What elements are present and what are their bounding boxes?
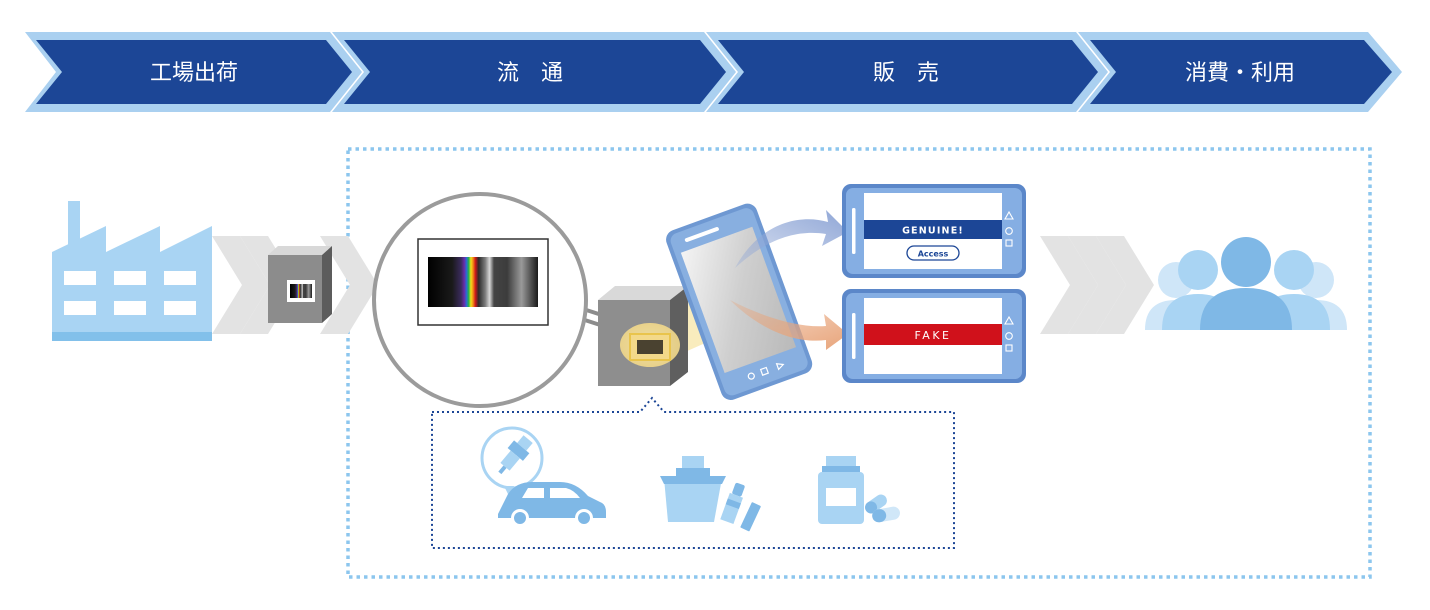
access-button-label: Access [918,250,949,259]
tag-box-icon [268,246,332,323]
stage-banner-2: 流 通 [332,32,736,112]
factory-icon [52,201,212,341]
genuine-phone: GENUINE! Access [842,184,1026,278]
genuine-status-text: GENUINE! [902,226,964,237]
stage-label-1: 工場出荷 [150,61,238,86]
stage-label-4: 消費・利用 [1185,61,1295,86]
stage-label-3: 販 売 [873,61,939,86]
stage-banner-1: 工場出荷 [25,32,362,112]
stage-banner-3: 販 売 [706,32,1108,112]
stage-banner-4: 消費・利用 [1078,32,1402,112]
flow-chevrons-right [1040,236,1154,334]
consumers-icon [1145,237,1347,330]
stage-label-2: 流 通 [497,61,563,86]
fake-status-text: FAKE [914,329,951,342]
fake-phone: FAKE [842,289,1026,383]
product-box-icon [598,286,688,386]
